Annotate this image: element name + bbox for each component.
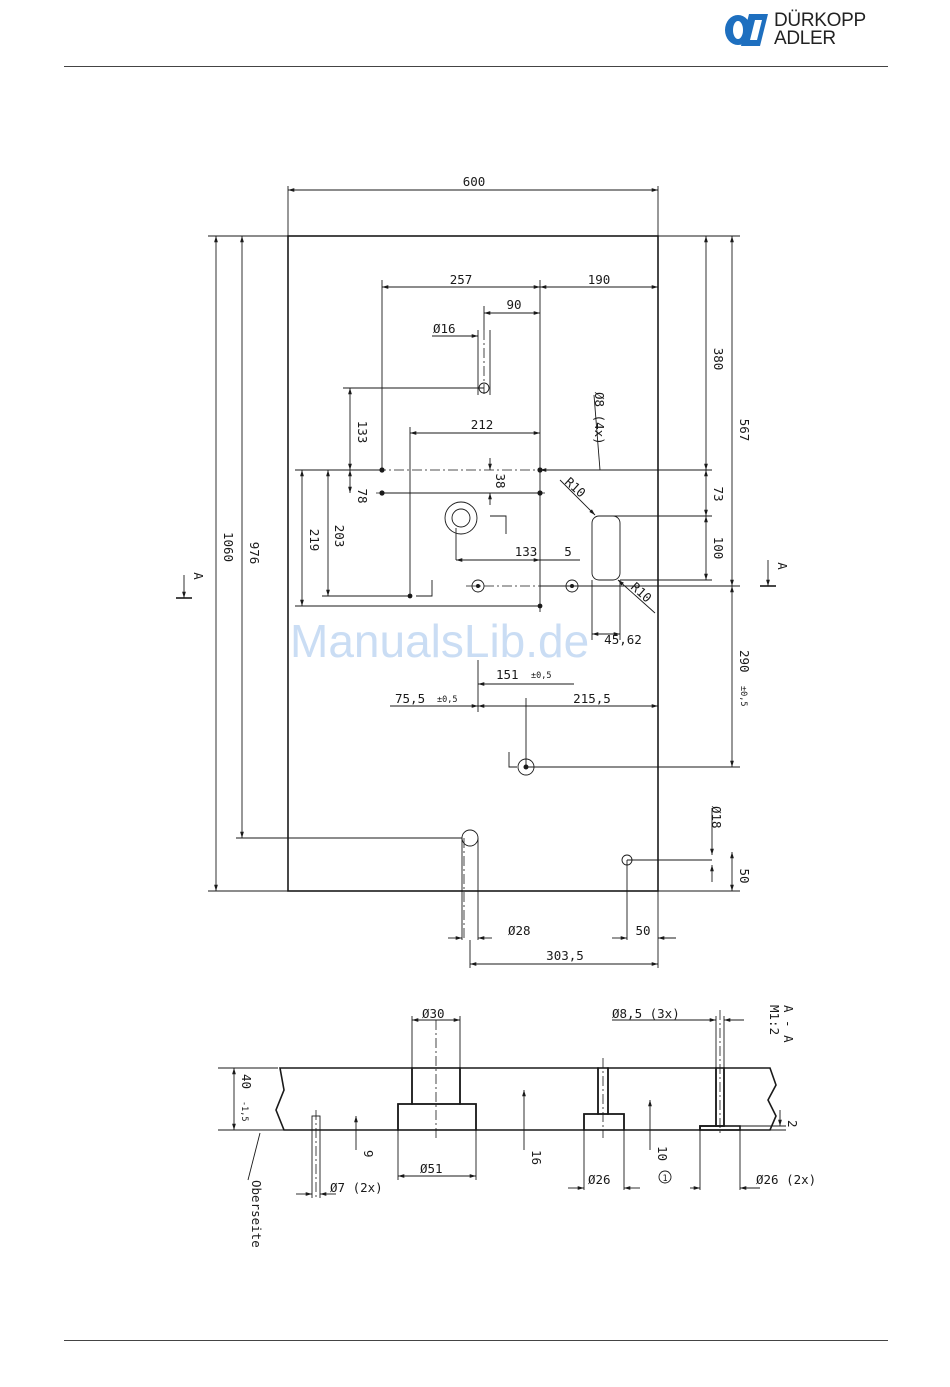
dim-10-ref: 1 [662,1174,667,1184]
dim-151: 151 [496,667,519,682]
dim-380: 380 [711,348,726,371]
dim-40: 40 [239,1074,254,1089]
dim-40-tol: -1,5 [239,1101,249,1121]
dim-303-5: 303,5 [546,948,584,963]
oberseite-label: Oberseite [249,1180,264,1248]
dim-78: 78 [355,488,370,503]
dim-16: 16 [529,1150,544,1165]
section-title: A - A [781,1005,796,1043]
section-mark-right: A [775,562,790,570]
dim-d8-4x: Ø8 (4x) [592,392,607,445]
dim-45-62: 45,62 [604,632,642,647]
dim-d28: Ø28 [508,923,531,938]
dim-151-tol: ±0,5 [531,671,551,681]
dim-75-5-tol: ±0,5 [437,695,457,705]
dim-290-tol: ±0,5 [738,686,748,706]
hole-d8-1 [379,467,384,472]
dim-567: 567 [737,419,752,442]
dim-9: 9 [361,1150,376,1158]
dim-50-v: 50 [737,868,752,883]
dim-d51: Ø51 [420,1161,443,1176]
dim-50-h: 50 [635,923,650,938]
dim-d30: Ø30 [422,1006,445,1021]
dim-10: 10 [655,1146,670,1161]
watermark: ManualsLib.de [290,615,589,667]
dim-d26: Ø26 [588,1172,611,1187]
table-plate-outline [288,236,658,891]
dim-190: 190 [588,272,611,287]
dim-203: 203 [332,525,347,548]
hole-d8-3 [379,490,384,495]
dim-215-5: 215,5 [573,691,611,706]
dim-d18: Ø18 [709,806,724,829]
dim-d7-2x: Ø7 (2x) [330,1180,383,1195]
slot-r10 [592,516,620,580]
dim-73: 73 [711,486,726,501]
dim-100: 100 [711,537,726,560]
dim-133-h: 133 [515,544,538,559]
dim-257: 257 [450,272,473,287]
dim-219: 219 [307,529,322,552]
hole-d51 [445,502,477,534]
dim-d26-2x: Ø26 (2x) [756,1172,816,1187]
dim-5: 5 [564,544,572,559]
dim-212: 212 [471,417,494,432]
plan-view: 600 257 190 90 Ø16 212 133 5 45,62 151 ±… [176,174,790,968]
section-view: Ø30 Ø8,5 (3x) Ø51 Ø26 Ø26 (2x) Ø7 (2x) 4… [218,1005,816,1248]
section-mark-left: A [191,572,206,580]
section-scale: M1:2 [767,1005,782,1035]
dim-d16: Ø16 [433,321,456,336]
dim-d8-5-3x: Ø8,5 (3x) [612,1006,680,1021]
dim-r10-top: R10 [562,474,589,500]
dim-90: 90 [506,297,521,312]
dim-600: 600 [463,174,486,189]
dim-2: 2 [785,1120,800,1128]
dim-290: 290 [737,650,752,673]
dim-38: 38 [493,473,508,488]
hole-d30 [452,509,470,527]
dim-133-v: 133 [355,421,370,444]
dim-1060: 1060 [221,532,236,562]
dim-r10-bottom: R10 [628,579,655,605]
dim-75-5: 75,5 [395,691,425,706]
dim-976: 976 [247,542,262,565]
hole-d8-4 [537,490,542,495]
